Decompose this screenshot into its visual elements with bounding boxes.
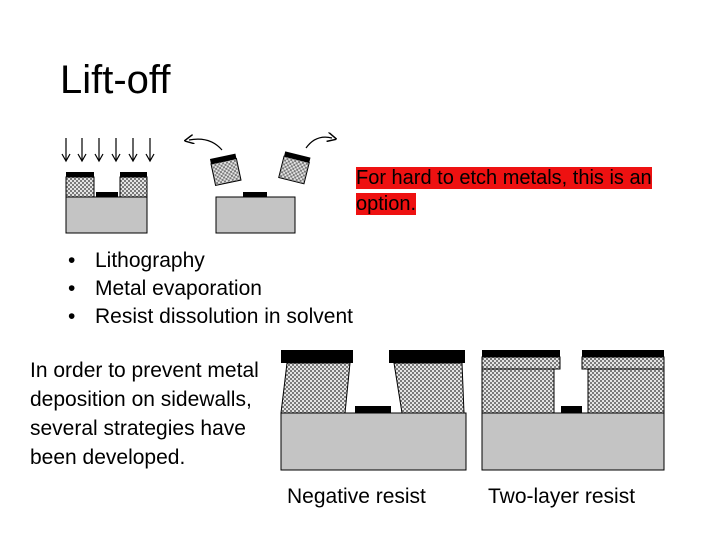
resist-left — [280, 362, 351, 414]
metal-in-opening — [355, 406, 391, 413]
metal-on-resist-right — [582, 350, 664, 357]
slide-title: Lift-off — [60, 58, 171, 102]
metal-on-resist-left — [482, 350, 560, 357]
evaporation-arrows — [61, 138, 155, 163]
structure-after-liftoff — [189, 137, 332, 234]
sidewall-paragraph: In order to prevent metal deposition on … — [30, 359, 259, 469]
curved-arrow-icon — [189, 139, 223, 151]
top-resist-left — [481, 356, 561, 370]
metal-on-resist-right — [120, 172, 147, 177]
substrate — [280, 412, 467, 471]
bottom-resist-left — [481, 368, 555, 414]
metal-on-resist-right — [389, 350, 465, 363]
resist-left — [65, 176, 95, 198]
top-resist-right — [581, 356, 665, 370]
metal-pattern — [243, 192, 267, 197]
substrate — [481, 412, 665, 471]
two-layer-resist-diagram — [481, 350, 665, 471]
note-text: For hard to etch metals, this is an opti… — [356, 167, 652, 215]
two-layer-resist-caption: Two-layer resist — [488, 485, 636, 508]
process-steps-list: Lithography Metal evaporation Resist dis… — [68, 247, 353, 331]
resist-right — [393, 362, 465, 414]
arrow-down-icon — [77, 138, 87, 163]
structure-before-liftoff — [65, 172, 148, 234]
curved-arrow-icon — [305, 137, 332, 149]
metal-on-resist-left — [281, 350, 353, 363]
arrow-down-icon — [111, 138, 121, 163]
arrow-down-icon — [94, 138, 104, 163]
arrow-down-icon — [128, 138, 138, 163]
arrow-down-icon — [145, 138, 155, 163]
list-item: Metal evaporation — [68, 275, 353, 303]
metal-on-resist-left — [66, 172, 94, 177]
negative-resist-diagram — [280, 350, 467, 471]
lifted-resist-right — [278, 151, 311, 185]
substrate — [215, 196, 296, 234]
highlight-note: For hard to etch metals, this is an opti… — [356, 165, 660, 217]
substrate — [65, 196, 148, 234]
negative-resist-caption: Negative resist — [287, 485, 426, 508]
metal-in-opening — [561, 406, 582, 413]
metal-in-opening — [96, 192, 118, 197]
lifted-resist-left — [209, 153, 242, 187]
list-item: Lithography — [68, 247, 353, 275]
bottom-resist-right — [587, 368, 665, 414]
resist-right — [119, 176, 148, 198]
arrow-down-icon — [61, 138, 71, 163]
list-item: Resist dissolution in solvent — [68, 303, 353, 331]
